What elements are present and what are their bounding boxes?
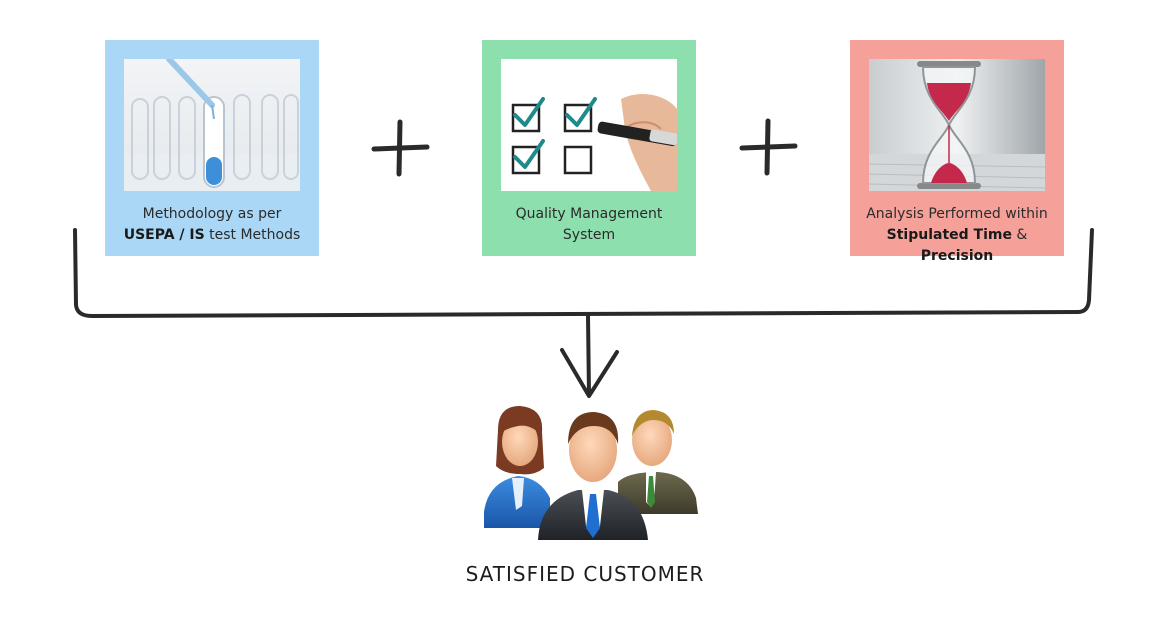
precision-text: Precision: [920, 248, 994, 264]
satisfied-customer-label: SATISFIED CUSTOMER: [465, 562, 705, 586]
test-tubes-icon: [124, 59, 300, 191]
checklist-icon: [501, 59, 677, 191]
hourglass-icon: [869, 59, 1045, 191]
analysis-caption-line2: Stipulated Time & Precision: [850, 225, 1064, 267]
plus-sign-1: [370, 118, 430, 178]
methodology-card: Methodology as per USEPA / IS test Metho…: [105, 40, 319, 256]
analysis-caption-line1: Analysis Performed within: [866, 206, 1048, 222]
analysis-card: Analysis Performed within Stipulated Tim…: [850, 40, 1064, 264]
plus-icon: [739, 118, 798, 176]
test-methods-text: test Methods: [204, 227, 301, 243]
methodology-caption-line2: USEPA / IS test Methods: [105, 225, 319, 246]
quality-management-card: Quality Management System: [482, 40, 696, 256]
quality-management-caption: Quality Management System: [482, 204, 696, 246]
quality-caption-line1: Quality Management: [515, 206, 663, 222]
test-tubes-image: [124, 59, 300, 191]
business-people-icon: [484, 406, 698, 540]
methodology-caption-line1: Methodology as per: [142, 206, 282, 222]
methodology-caption: Methodology as per USEPA / IS test Metho…: [105, 204, 319, 246]
plus-sign-2: [738, 117, 798, 177]
checklist-image: [501, 59, 677, 191]
usepa-is-text: USEPA / IS: [123, 227, 205, 243]
quality-caption-line2: System: [562, 227, 616, 243]
analysis-caption: Analysis Performed within Stipulated Tim…: [850, 204, 1064, 267]
hourglass-image: [869, 59, 1045, 191]
down-arrow-icon: [560, 348, 619, 398]
stipulated-time-text: Stipulated Time: [886, 227, 1012, 243]
plus-icon: [371, 119, 430, 177]
ampersand-text: &: [1011, 227, 1028, 243]
